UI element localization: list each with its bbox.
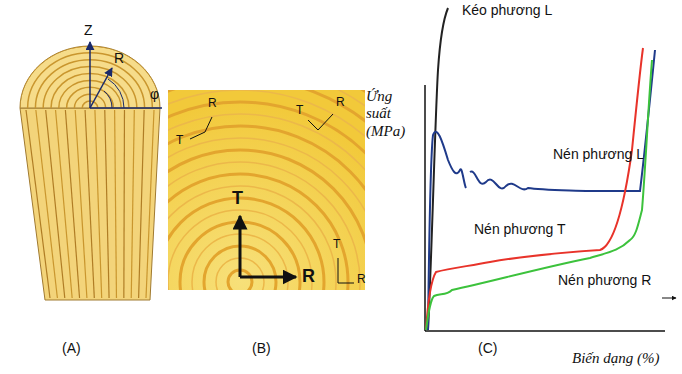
stress-strain-chart	[425, 8, 676, 331]
panel-label: (A)	[62, 340, 81, 356]
growth-ring	[168, 102, 365, 290]
axis-label: R	[208, 97, 217, 111]
panel-label: (B)	[252, 340, 271, 356]
growth-ring	[168, 198, 324, 290]
growth-ring	[168, 90, 365, 290]
cross-section	[0, 0, 552, 374]
growth-ring	[168, 90, 365, 290]
axis-label: T	[176, 134, 183, 148]
growth-ring	[168, 90, 365, 290]
grain-line	[36, 110, 58, 298]
panel-label: (C)	[478, 340, 497, 356]
growth-ring	[168, 126, 365, 290]
growth-ring	[168, 210, 312, 290]
axis-label: R	[357, 273, 366, 287]
growth-ring	[168, 90, 365, 290]
growth-ring	[168, 138, 365, 290]
curve-label: Kéo phương L	[462, 2, 552, 18]
axis-label: R	[336, 96, 345, 110]
axis-label: R	[302, 266, 315, 287]
grain-line	[46, 110, 65, 298]
grain-line	[56, 110, 73, 298]
axis-title: Ứng suất (MPa)	[366, 88, 418, 140]
growth-ring	[168, 90, 365, 290]
axis-label: T	[232, 188, 243, 209]
grain-line	[123, 110, 125, 298]
growth-ring	[168, 90, 365, 290]
axis-label: Z	[84, 22, 93, 38]
curve-label: Nén phương R	[558, 272, 651, 288]
grain-line	[115, 110, 117, 298]
growth-ring	[168, 90, 365, 290]
growth-ring	[168, 90, 365, 290]
curve-label: Nén phương L	[553, 146, 644, 162]
growth-ring	[168, 90, 365, 290]
axis-label: T	[296, 104, 303, 118]
axis-label: R	[114, 50, 124, 66]
growth-ring	[168, 162, 360, 290]
grain-line	[95, 110, 102, 298]
grain-line	[146, 110, 154, 298]
axis-label: T	[333, 238, 340, 252]
growth-ring	[168, 90, 365, 290]
wood-log	[20, 42, 162, 300]
growth-ring	[168, 174, 348, 290]
axis-label: φ	[150, 86, 159, 102]
growth-ring	[168, 90, 365, 290]
curve-label: Nén phương T	[474, 221, 565, 237]
axis-title: Biến dạng (%)	[572, 350, 659, 367]
grain-line	[131, 110, 134, 298]
grain-line	[85, 110, 94, 298]
grain-line	[75, 110, 87, 298]
grain-line	[139, 110, 145, 298]
growth-ring	[168, 114, 365, 290]
growth-ring	[168, 150, 365, 290]
grain-line	[105, 110, 109, 298]
